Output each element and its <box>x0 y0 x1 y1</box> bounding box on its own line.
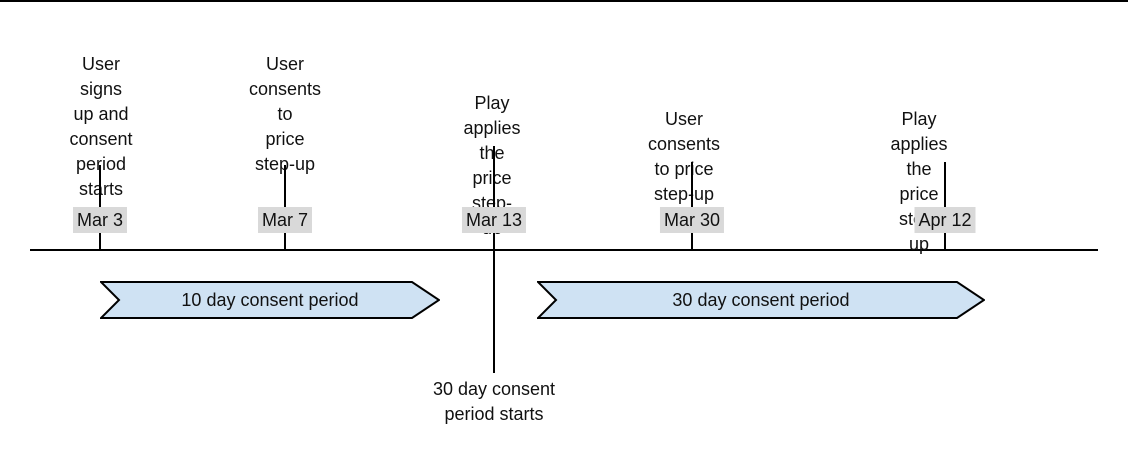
event-label: Play applies the price step-up <box>890 109 948 254</box>
event-label: User signs up and consent period starts <box>69 54 133 199</box>
event-label: User consents to price step-up <box>647 109 721 204</box>
event-date-badge: Mar 13 <box>461 207 527 233</box>
event-tick-line <box>691 162 693 250</box>
event-date-badge: Apr 12 <box>914 207 976 233</box>
timeline-axis <box>30 249 1098 251</box>
period-banner-10-day: 10 day consent period <box>100 281 440 319</box>
ribbon-arrow-shape <box>537 281 985 319</box>
mar13-extension-line <box>493 250 495 373</box>
event-date-badge: Mar 3 <box>72 207 128 233</box>
top-border-line <box>0 0 1128 2</box>
event-tick-line <box>493 146 495 250</box>
event-date-badge: Mar 7 <box>257 207 313 233</box>
event-date-badge: Mar 30 <box>659 207 725 233</box>
ribbon-arrow-shape <box>100 281 440 319</box>
event-label: User consents to price step-up <box>248 54 322 174</box>
event-tick-line <box>944 162 946 250</box>
consent-period-start-note: 30 day consent period starts <box>432 379 556 424</box>
period-banner-30-day: 30 day consent period <box>537 281 985 319</box>
